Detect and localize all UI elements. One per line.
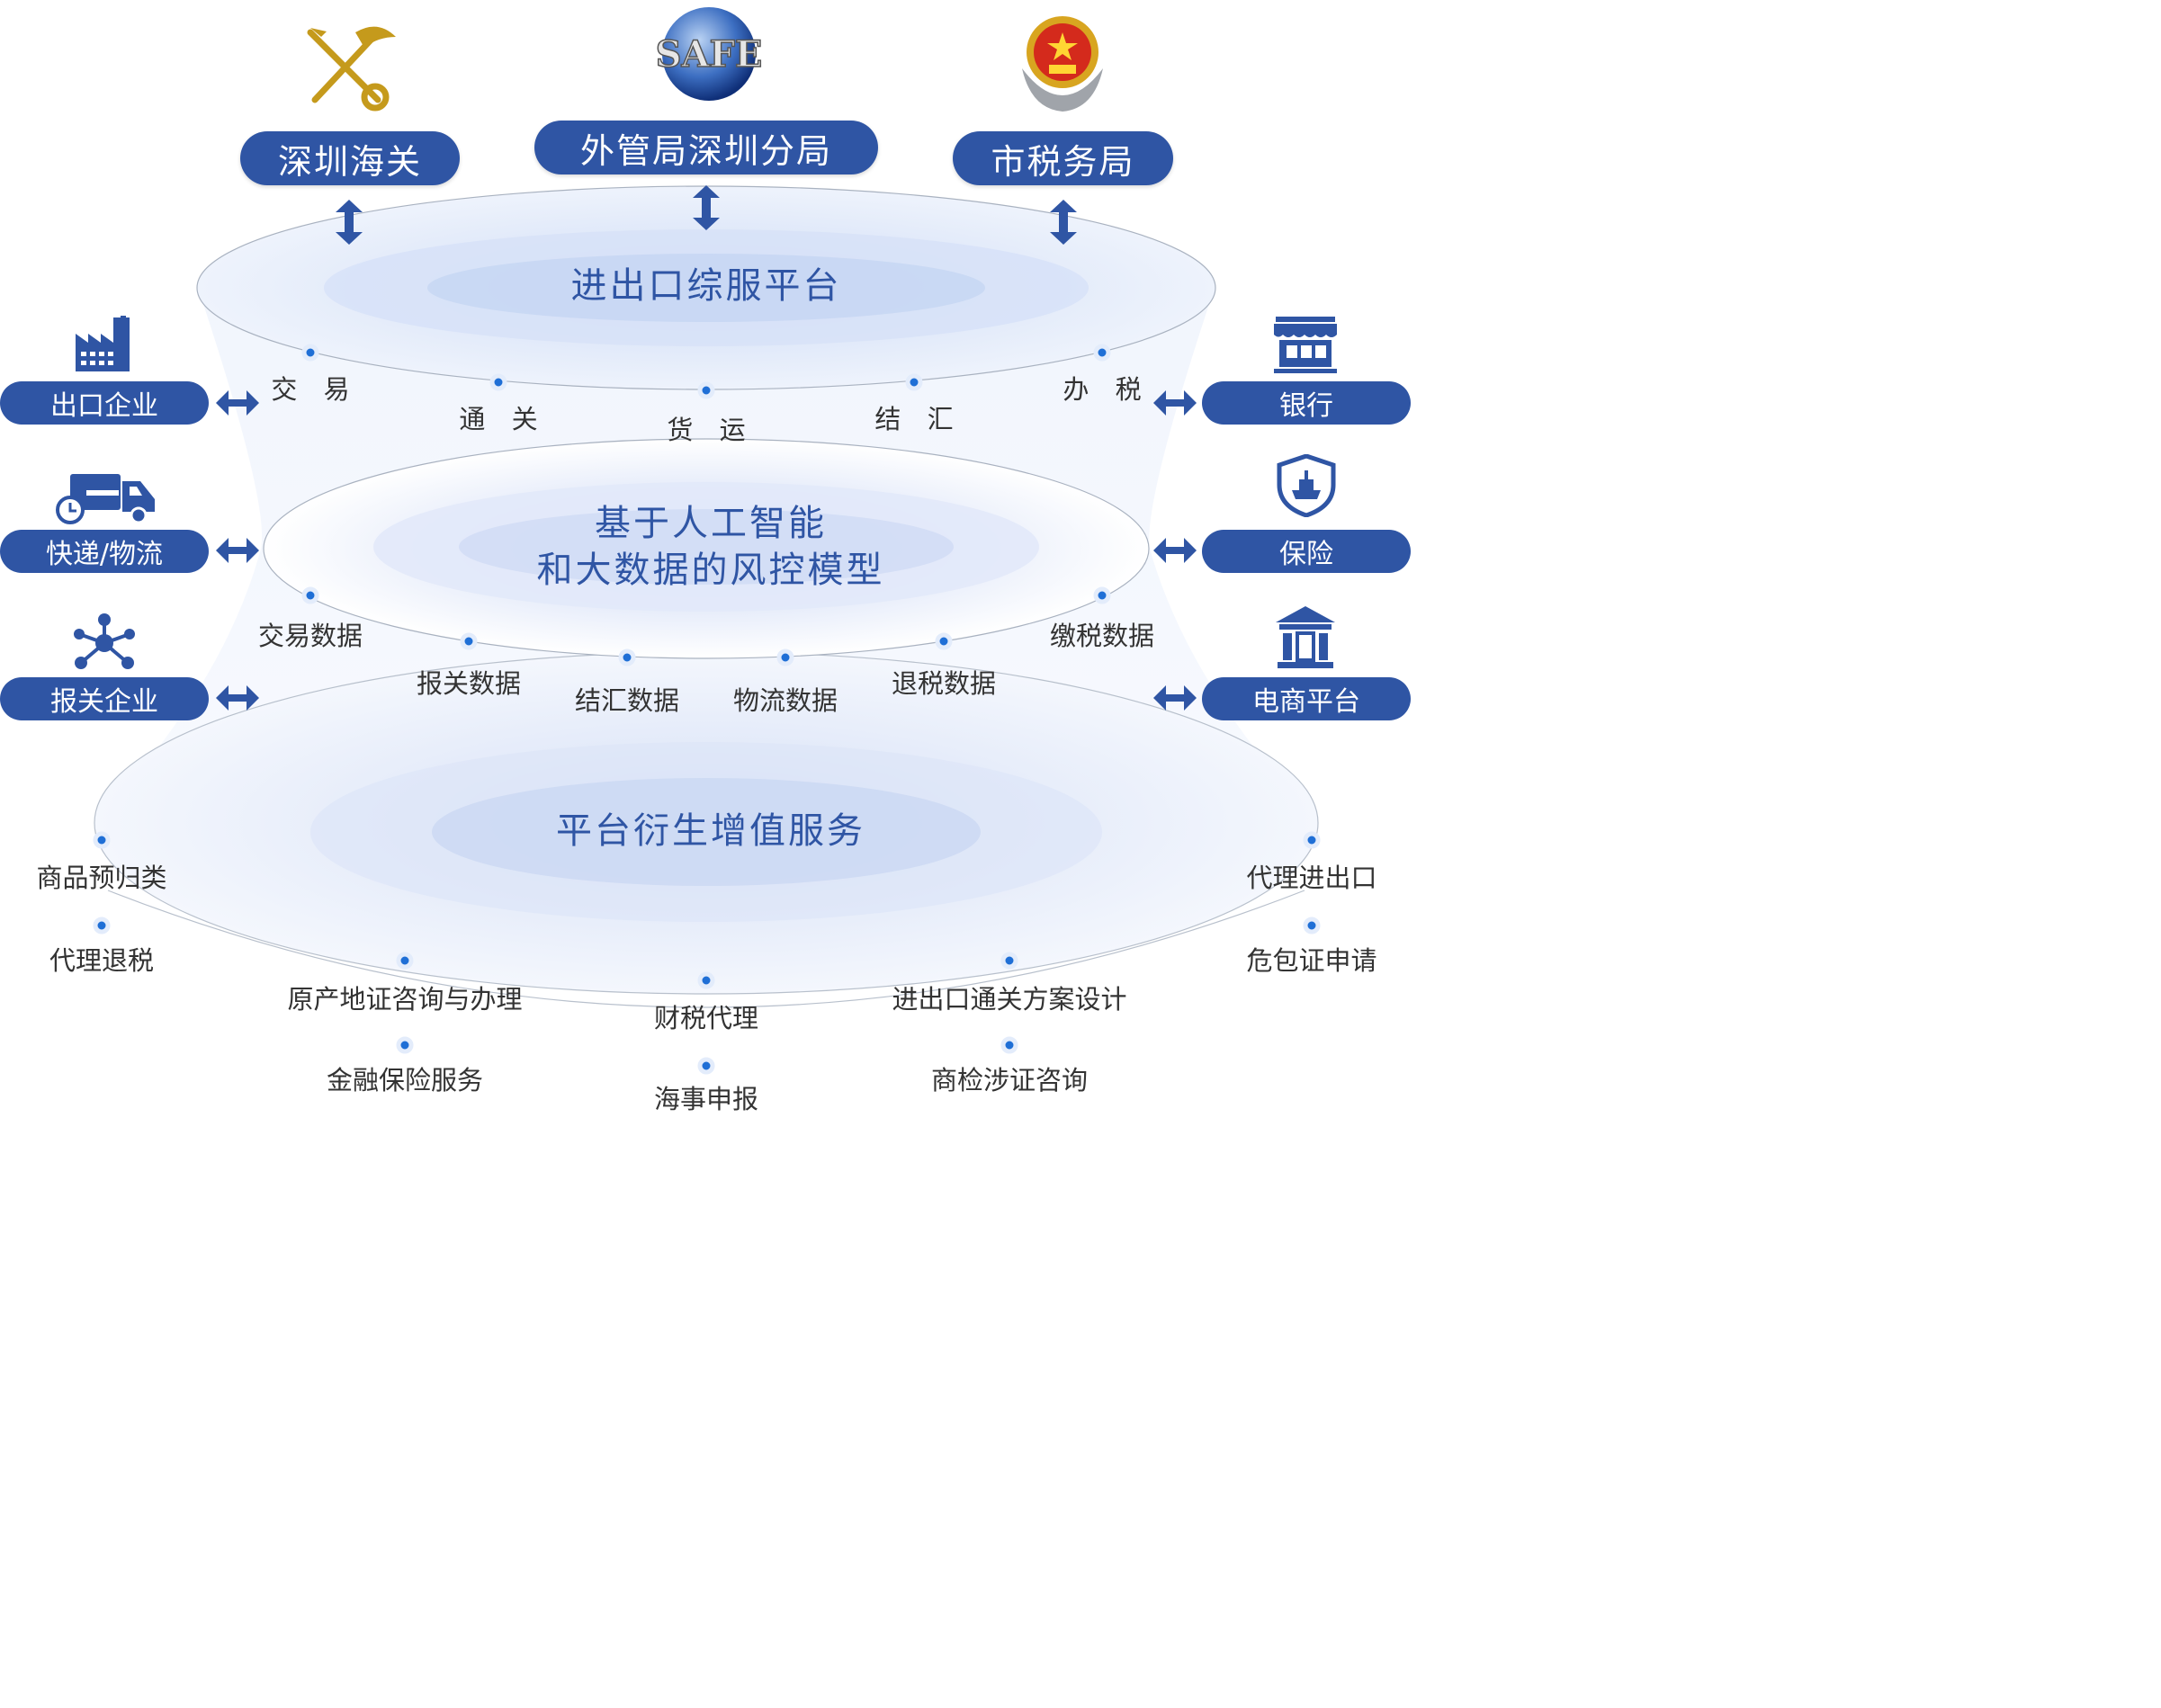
customs-emblem-icon [292,14,400,118]
mid-item-trade-data: 交易数据 [257,621,363,651]
layer-middle-title-line2: 和大数据的风控模型 [536,550,885,591]
right-party-bank-label: 银行 [1279,390,1333,422]
authority-safe: 外管局深圳分局 [534,121,878,174]
authority-safe-label: 外管局深圳分局 [579,130,832,171]
layer-rings [94,185,1319,1008]
arrow-icon [336,185,1077,245]
bot-item-tax-agent: 财税代理 [653,1003,759,1033]
left-party-exporter-label: 出口企业 [50,390,158,422]
left-party-broker-label: 报关企业 [50,686,158,718]
bot-item-finance-insurance: 金融保险服务 [326,1065,484,1095]
top-item-trade: 交 易 [271,374,359,405]
top-item-customs: 通 关 [459,404,547,434]
top-item-settlement: 结 汇 [874,404,963,434]
bank-store-icon [1274,317,1337,373]
layer-bottom-title: 平台衍生增值服务 [556,810,865,852]
mid-item-refund-data: 退税数据 [891,668,997,699]
authority-customs: 深圳海关 [240,131,460,185]
bot-item-clearance-plan: 进出口通关方案设计 [892,984,1127,1015]
factory-icon [76,316,130,371]
bot-item-refund-agent: 代理退税 [49,945,155,976]
bot-item-agency-ie: 代理进出口 [1246,863,1377,893]
mid-item-declaration-data: 报关数据 [416,668,522,699]
authority-tax-label: 市税务局 [991,141,1135,182]
right-party-insurance: 保险 [1202,530,1411,573]
network-icon [74,613,135,669]
left-party-logistics-label: 快递/物流 [45,539,164,570]
tax-bureau-emblem-icon [1022,16,1103,112]
side-arrow-icons [216,390,1197,711]
platform-building-icon [1276,606,1335,668]
left-party-exporter: 出口企业 [0,381,209,425]
authority-tax: 市税务局 [953,131,1173,185]
layer-top-title: 进出口综服平台 [570,265,842,307]
right-party-ecommerce-label: 电商平台 [1252,686,1360,718]
insurance-shield-icon [1277,454,1336,517]
diagram: SAFE 深圳海关 外管局深圳分局 市税务局 进出口综服平台 基于人工智能 和大… [0,0,1411,1115]
mid-item-settlement-data: 结汇数据 [574,685,680,716]
right-party-bank: 银行 [1202,381,1411,425]
bot-item-inspection: 商检涉证咨询 [930,1065,1089,1095]
safe-logo-text: SAFE [656,33,763,76]
top-item-tax: 办 税 [1063,374,1151,405]
bot-item-origin-cert: 原产地证咨询与办理 [287,984,523,1015]
bot-item-hazard-cert: 危包证申请 [1246,945,1377,976]
bot-item-preclass: 商品预归类 [36,863,167,893]
authority-customs-label: 深圳海关 [277,141,422,182]
safe-globe-icon: SAFE [655,7,763,101]
right-party-ecommerce: 电商平台 [1202,677,1411,720]
truck-icon [56,474,155,524]
left-party-broker: 报关企业 [0,677,209,720]
right-party-insurance-label: 保险 [1279,539,1333,570]
mid-item-logistics-data: 物流数据 [732,685,838,716]
mid-item-taxpay-data: 缴税数据 [1049,621,1155,651]
layer-middle-title: 基于人工智能 和大数据的风控模型 [537,500,885,594]
top-item-freight: 货 运 [667,415,755,445]
bot-item-maritime: 海事申报 [653,1084,759,1114]
left-party-logistics: 快递/物流 [0,530,209,573]
layer-middle-title-line1: 基于人工智能 [595,503,827,544]
